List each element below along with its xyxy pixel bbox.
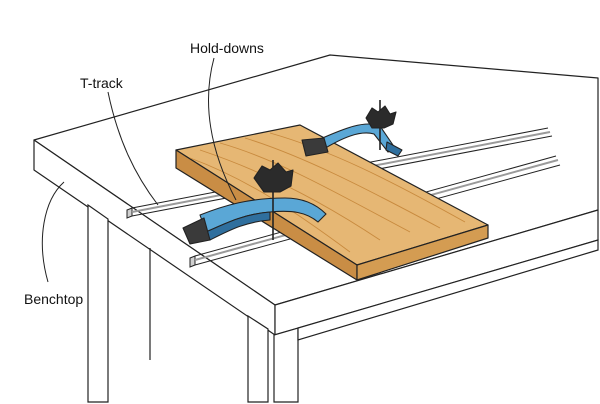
hold-down-rear-knob (365, 105, 397, 129)
board-end-edge (356, 224, 489, 281)
hold-down-rear (301, 100, 403, 157)
leader-lines (41, 57, 237, 283)
bench-apron (297, 239, 599, 341)
hold-down-front-knob (253, 162, 294, 193)
bench-leg-front-center (247, 314, 269, 403)
t-track-front-end (189, 255, 196, 268)
leader-t-track (107, 91, 159, 206)
hold-down-front-pad (182, 217, 211, 245)
leader-hold-downs (208, 57, 237, 201)
bench-leg-front-right (273, 327, 299, 403)
t-track-rear-end (126, 207, 133, 219)
hold-down-front (182, 160, 327, 245)
leader-benchtop (41, 181, 65, 283)
hold-down-rear-pad (301, 137, 329, 157)
bench-legs (87, 203, 599, 403)
benchtop-label: Benchtop (24, 291, 84, 307)
bench-leg-front-left (87, 203, 109, 403)
t-track-label: T-track (80, 75, 123, 91)
hold-downs-label: Hold-downs (190, 40, 264, 56)
